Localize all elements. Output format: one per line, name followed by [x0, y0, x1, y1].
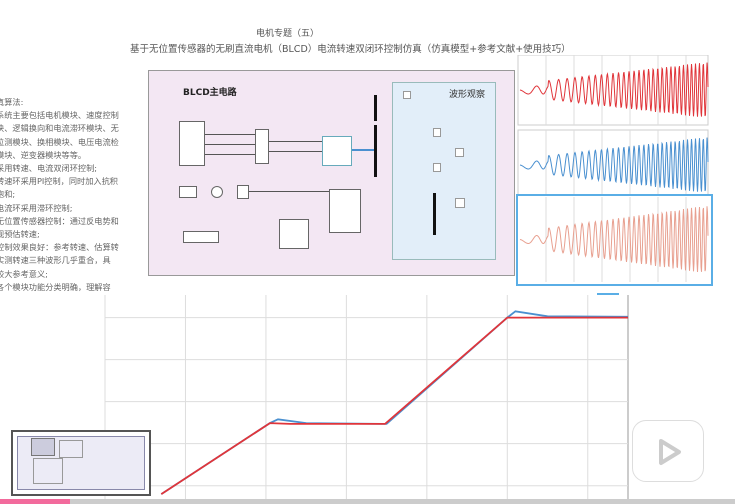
diagram-thumbnail[interactable] [11, 430, 151, 496]
demux-block[interactable] [255, 129, 269, 164]
sum-block[interactable] [211, 186, 223, 198]
waveform-line [519, 137, 709, 192]
estimator-block[interactable] [279, 219, 309, 249]
bilibili-play-icon[interactable] [632, 420, 704, 482]
description-line: 观预估转速; [0, 229, 40, 240]
description-line: 较大参考意义; [0, 268, 48, 279]
bus-selector [374, 125, 377, 177]
motor-block[interactable] [322, 136, 352, 166]
description-line: 电流环采用滞环控制; [0, 202, 73, 213]
speed-chart[interactable] [0, 285, 735, 504]
description-text: 真算法: 系统主要包括电机模块、速度控制块、逻辑换向和电流滞环模块、无位测模块、换… [0, 96, 130, 294]
description-line: 转速环采用PI控制，同时加入抗积 [0, 176, 118, 187]
simulink-diagram[interactable]: BLCD主电路 波形观察 [148, 70, 515, 276]
waveform-line [519, 62, 709, 117]
scope-plots[interactable] [516, 55, 716, 287]
doc-subtitle: 电机专题（五） [255, 29, 319, 39]
waveform-observe-label: 波形观察 [449, 90, 486, 100]
constant-block[interactable] [179, 186, 197, 198]
inverter-block[interactable] [179, 121, 205, 166]
description-line: 块、逻辑换向和电流滞环模块、无 [0, 123, 119, 134]
legend-mark [597, 293, 619, 295]
description-line: 采用转速、电流双闭环控制; [0, 163, 98, 174]
description-line: 各个模块功能分类明确，理解容 [0, 281, 111, 292]
series-red-line [160, 316, 628, 495]
description-line: 实测转速三种波形几乎重合，具 [0, 255, 111, 266]
gain-block[interactable] [237, 185, 249, 199]
doc-title: 基于无位置传感器的无刷直流电机（BLCD）电流转速双闭环控制仿真（仿真模型+参考… [130, 44, 571, 55]
description-line: 系统主要包括电机模块、速度控制 [0, 110, 119, 121]
param-block[interactable] [183, 231, 219, 243]
description-line: 饱和; [0, 189, 16, 200]
series-blue-line [160, 310, 629, 495]
description-line: 控制效果良好：参考转速、估算转 [0, 242, 119, 253]
bus-selector [374, 95, 377, 121]
controller-block[interactable] [329, 189, 361, 233]
video-progress-fill [0, 499, 70, 504]
description-line: 真算法: [0, 97, 24, 107]
waveform-observe-area[interactable] [392, 82, 496, 260]
description-line: 位测模块、换相模块、电压电流检 [0, 136, 119, 147]
video-progress-bar[interactable] [0, 499, 735, 504]
description-line: 模块、逆变器模块等等。 [0, 149, 87, 160]
waveform-line [519, 206, 709, 273]
main-circuit-label: BLCD主电路 [183, 88, 237, 98]
description-line: 无位置传感器控制：通过反电势和 [0, 215, 119, 226]
